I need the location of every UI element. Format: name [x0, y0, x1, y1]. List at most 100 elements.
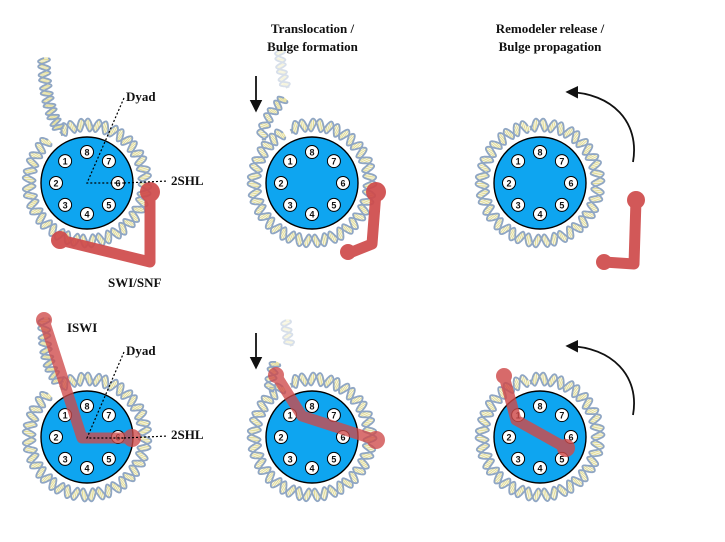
- histone-1-marker: [283, 154, 298, 169]
- histone-3-number: 3: [288, 454, 293, 464]
- histone-4-number: 4: [309, 210, 314, 220]
- dna-wrap-bottom-right-strand-b: [474, 371, 605, 503]
- dna-wrap-top-left-strand-b: [21, 117, 153, 249]
- histone-8-number: 8: [309, 402, 314, 412]
- histone-3-marker: [283, 451, 298, 466]
- histone-4-marker: [80, 461, 94, 475]
- dna-wrap-top-middle-strand-b: [246, 117, 378, 249]
- histone-3-marker: [511, 197, 526, 212]
- dna-wrap-top-middle-strand-a: [246, 118, 378, 249]
- swisnf-label: SWI/SNF: [108, 275, 162, 290]
- swisnf-remodeler-top-right-knob-2: [596, 254, 612, 270]
- histone-2-number: 2: [53, 433, 58, 443]
- annotation-layer: [86, 76, 635, 439]
- histone-6-number: 6: [115, 179, 120, 189]
- histone-7-marker: [326, 154, 341, 169]
- histone-1-marker: [58, 154, 73, 169]
- swisnf-remodeler-top-left: [51, 182, 160, 268]
- dna-linker-top-middle-ghost-strand-a: [274, 49, 291, 89]
- histone-2-number: 2: [53, 179, 58, 189]
- header-remodeler-release-line1: Remodeler release /: [495, 21, 605, 36]
- histone-3-marker: [58, 197, 73, 212]
- histone-7-number: 7: [106, 411, 111, 421]
- swisnf-remodeler-top-middle-knob-1: [366, 182, 386, 202]
- histone-5-marker: [326, 451, 341, 466]
- histone-7-marker: [101, 154, 116, 169]
- histone-7-number: 7: [559, 157, 564, 167]
- dyad-leader-top: [86, 97, 125, 184]
- histone-5-number: 5: [331, 200, 336, 210]
- histone-5-marker: [326, 197, 341, 212]
- dna-linker-bottom-middle-ghost: [280, 319, 295, 347]
- swisnf-remodeler-top-right: [596, 191, 645, 270]
- dna-wrap-top-right-strand-b: [474, 117, 605, 249]
- dna-wrap-bottom-middle-strand-a: [246, 372, 378, 503]
- iswi-remodeler-bottom-middle-knob-1: [268, 367, 284, 383]
- histone-5-number: 5: [331, 454, 336, 464]
- histone-8-number: 8: [537, 148, 542, 158]
- header-translocation: Translocation / Bulge formation: [225, 20, 400, 56]
- dna-wrap-bottom-left-strand-a: [21, 371, 152, 503]
- swisnf-remodeler-top-middle: [340, 182, 386, 260]
- histone-core-layer: 1234567812345678123456781234567812345678…: [40, 136, 587, 484]
- histone-8-number: 8: [537, 402, 542, 412]
- histone-2-number: 2: [278, 433, 283, 443]
- histone-2-number: 2: [506, 433, 511, 443]
- histone-8-marker: [80, 145, 94, 159]
- dna-wrap-bottom-right: [474, 371, 606, 503]
- histone-3-number: 3: [516, 200, 521, 210]
- dyad-leader-bottom: [86, 351, 125, 439]
- histone-3-marker: [58, 451, 73, 466]
- histone-2-marker: [49, 430, 63, 444]
- histone-1-number: 1: [288, 411, 293, 421]
- histone-8-marker: [305, 145, 319, 159]
- histone-8-marker: [533, 399, 547, 413]
- iswi-remodeler-bottom-left-knob-1: [36, 312, 52, 328]
- dna-linker-top-middle: [256, 95, 289, 141]
- swisnf-remodeler-top-right-knob-1: [627, 191, 645, 209]
- histone-4-number: 4: [537, 464, 542, 474]
- header-remodeler-release: Remodeler release / Bulge propagation: [455, 20, 645, 56]
- swisnf-remodeler-top-left-knob-2: [51, 231, 69, 249]
- histone-7-marker: [554, 154, 569, 169]
- histone-2-marker: [502, 430, 516, 444]
- dyad-label-bottom: Dyad: [126, 343, 156, 358]
- iswi-remodeler-bottom-middle: [268, 367, 385, 449]
- swisnf-remodeler-top-right-arm: [598, 194, 642, 270]
- dna-linker-top-middle-strand-b: [256, 99, 289, 141]
- dna-linker-top-middle-ghost-rungs: [275, 49, 290, 89]
- histone-4-marker: [80, 207, 94, 221]
- swisnf-remodeler-top-middle-arm: [346, 186, 382, 258]
- histone-6-number: 6: [568, 179, 573, 189]
- shl-leader-bottom: [123, 435, 169, 439]
- histone-5-number: 5: [106, 454, 111, 464]
- iswi-remodeler-bottom-right: [496, 368, 575, 457]
- swisnf-remodeler-top-left-knob-1: [140, 182, 160, 202]
- histone-5-marker: [101, 197, 116, 212]
- histone-8-number: 8: [309, 148, 314, 158]
- histone-4-number: 4: [309, 464, 314, 474]
- dna-linker-top-middle-strand-a: [258, 95, 285, 141]
- shl-leader-top: [123, 180, 169, 184]
- dna-wrap-bottom-left-strand-b: [21, 371, 153, 503]
- histone-7-number: 7: [559, 411, 564, 421]
- histone-6-number: 6: [340, 179, 345, 189]
- histone-8-marker: [533, 145, 547, 159]
- curved-arrow-icon: [565, 339, 635, 416]
- iswi-remodeler-bottom-left-knob-2: [123, 429, 141, 447]
- histone-1-marker: [511, 154, 526, 169]
- dna-linker-bottom-middle-ghost-strand-b: [280, 319, 294, 346]
- iswi-label: ISWI: [67, 320, 98, 335]
- histone-2-marker: [49, 176, 63, 190]
- histone-3-marker: [511, 451, 526, 466]
- histone-6-number: 6: [568, 433, 573, 443]
- histone-1-number: 1: [63, 411, 68, 421]
- histone-8-marker: [305, 399, 319, 413]
- dna-linker-top-left-strand-a: [37, 57, 65, 131]
- iswi-remodeler-bottom-right-arm: [498, 370, 572, 454]
- dna-linker-top-left: [37, 57, 65, 131]
- dna-wrap-bottom-middle-strand-b: [246, 371, 378, 503]
- swisnf-remodeler-top-middle-knob-2: [340, 244, 356, 260]
